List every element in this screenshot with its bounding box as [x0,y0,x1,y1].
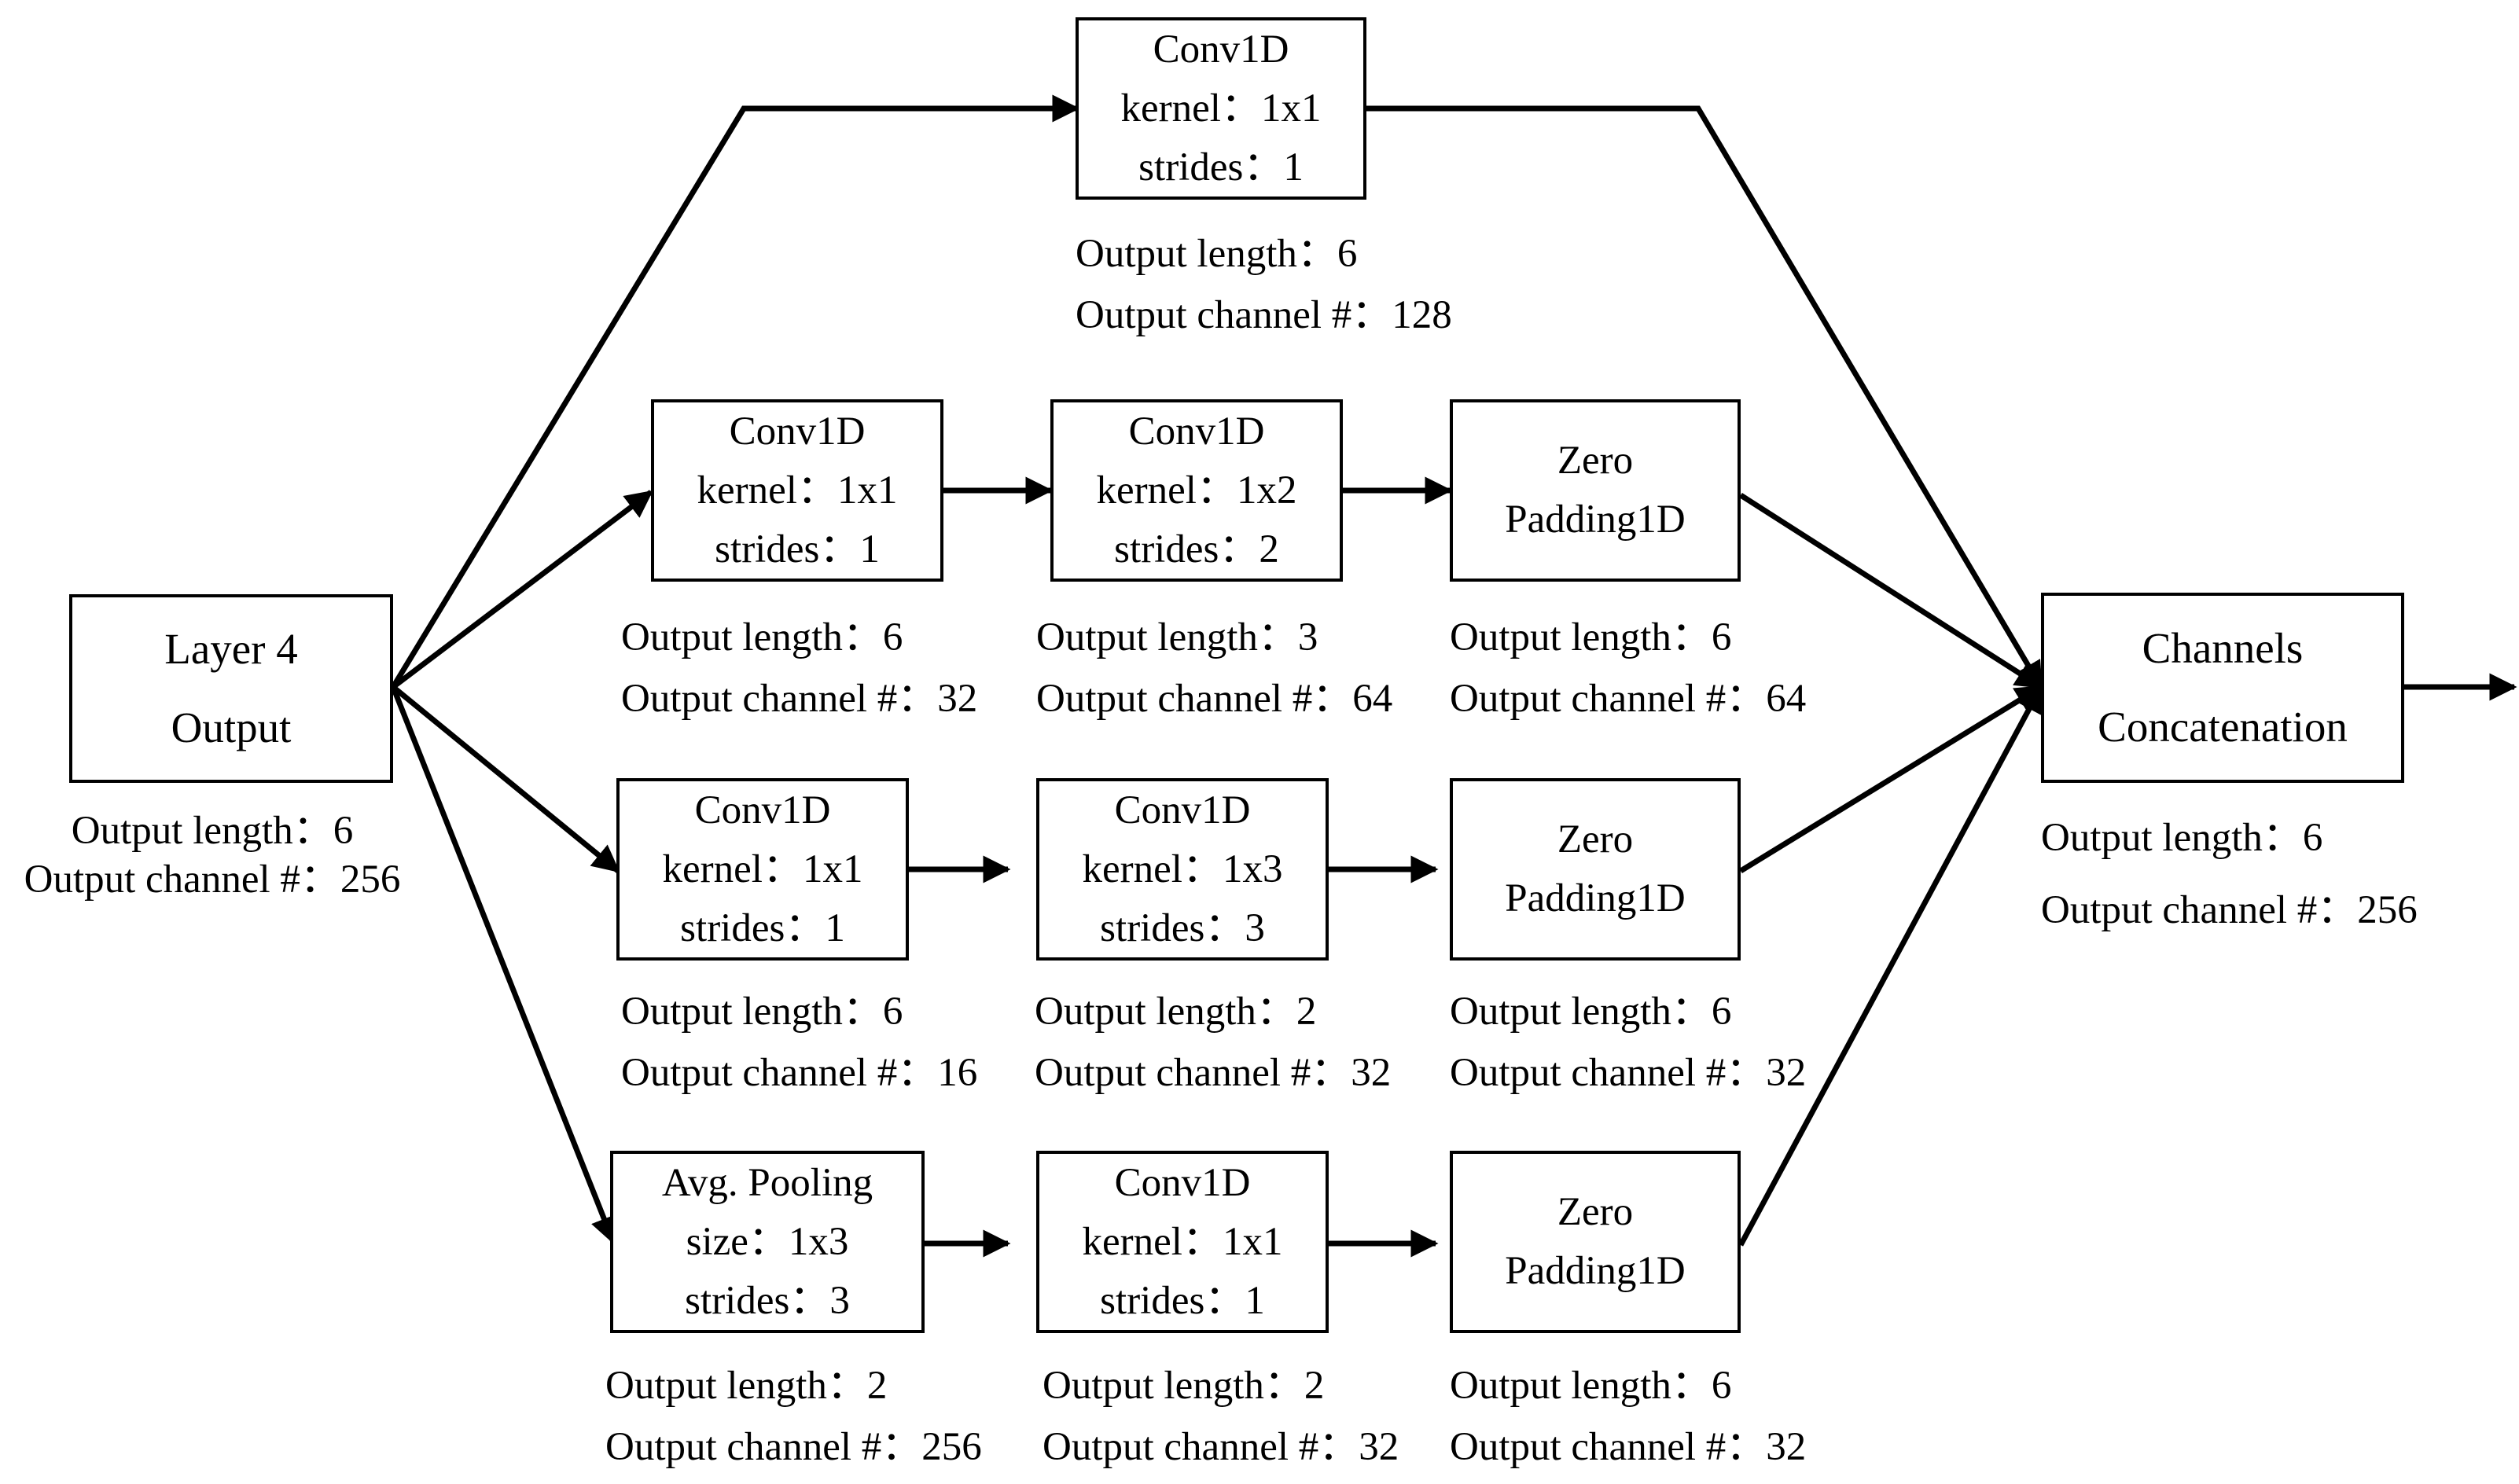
block-title: Conv1D [694,788,831,832]
output-length-label: Output length：6 [621,615,903,659]
block-title: Zero [1557,1190,1634,1234]
block-title: Conv1D [1128,409,1265,454]
block-kernel: kernel：1x1 [662,847,863,891]
block-title: Conv1D [1114,788,1251,832]
output-channel-label: Output channel #：256 [2041,888,2418,932]
channels-concatenation-box: Channels Concatenation [2041,593,2404,783]
output-length-label: Output length：2 [1043,1364,1325,1408]
block-strides: strides：3 [1100,905,1265,950]
output-channel-label: Output channel #：64 [1450,677,1807,721]
arrow-input-to-branch3 [391,685,620,873]
output-length-label: Output length：6 [1450,990,1732,1034]
arrow-input-to-branch1 [391,94,1080,689]
branch2-zero-padding-caption: Output length：6 Output channel #：64 [1450,607,1806,729]
output-length-label: Output length：6 [621,990,903,1034]
input-layer-caption: Output length：6 Output channel #：256 [8,806,417,904]
output-channel-label: Output channel #：256 [24,858,401,902]
branch4-zero-padding-box: Zero Padding1D [1450,1151,1741,1333]
branch3-conv1d-a-caption: Output length：6 Output channel #：16 [621,981,977,1104]
output-length-label: Output length：6 [2041,816,2323,860]
branch3-conv1d-a-box: Conv1D kernel：1x1 strides：1 [616,778,909,961]
output-length-label: Output length：6 [1076,232,1358,276]
output-channel-label: Output channel #：32 [1035,1051,1392,1095]
channels-concatenation-caption: Output length：6 Output channel #：256 [2041,802,2418,946]
branch2-conv1d-b-box: Conv1D kernel：1x2 strides：2 [1050,399,1343,582]
branch3-conv1d-b-caption: Output length：2 Output channel #：32 [1035,981,1391,1104]
branch2-zero-padding-box: Zero Padding1D [1450,399,1741,582]
output-length-label: Output length：6 [1450,1364,1732,1408]
block-strides: strides：1 [715,527,880,571]
output-length-label: Output length：6 [71,809,354,853]
arrow-input-to-branch2 [391,490,653,689]
concat-line-2: Concatenation [2098,703,2348,751]
input-layer-box: Layer 4 Output [69,594,393,783]
output-channel-label: Output channel #：32 [1450,1425,1807,1469]
block-subtitle: Padding1D [1505,498,1686,542]
block-kernel: kernel：1x1 [697,468,898,512]
block-title: Zero [1557,817,1634,861]
block-title: Zero [1557,439,1634,483]
branch4-avg-pooling-caption: Output length：2 Output channel #：256 [605,1355,982,1478]
input-layer-line-2: Output [171,703,292,751]
branch4-conv1d-box: Conv1D kernel：1x1 strides：1 [1036,1151,1329,1333]
output-channel-label: Output channel #：32 [621,677,978,721]
output-length-label: Output length：2 [1035,990,1317,1034]
input-layer-line-1: Layer 4 [164,625,298,673]
block-kernel: kernel：1x2 [1096,468,1297,512]
branch2-conv1d-b-caption: Output length：3 Output channel #：64 [1036,607,1392,729]
arrow-branch2-to-concat [1739,493,2043,689]
branch2-conv1d-a-caption: Output length：6 Output channel #：32 [621,607,977,729]
output-length-label: Output length：3 [1036,615,1318,659]
arrow-branch4-to-concat [1738,684,2044,1247]
block-strides: strides：1 [680,905,845,950]
output-channel-label: Output channel #：16 [621,1051,978,1095]
block-strides: strides：3 [685,1278,850,1323]
block-kernel: kernel：1x3 [1082,847,1283,891]
block-title: Avg. Pooling [661,1160,873,1205]
branch3-zero-padding-caption: Output length：6 Output channel #：32 [1450,981,1806,1104]
block-strides: strides：2 [1114,527,1279,571]
block-title: Conv1D [1153,27,1289,72]
branch1-conv1d-caption: Output length：6 Output channel #：128 [1076,223,1452,346]
branch2-conv1d-a-box: Conv1D kernel：1x1 strides：1 [651,399,943,582]
branch1-conv1d-box: Conv1D kernel：1x1 strides：1 [1076,17,1366,200]
output-channel-label: Output channel #：128 [1076,293,1452,337]
arrow-branch3-to-concat [1739,685,2043,873]
block-subtitle: Padding1D [1505,1249,1686,1293]
block-subtitle: Padding1D [1505,876,1686,920]
block-kernel: kernel：1x1 [1120,86,1322,130]
output-channel-label: Output channel #：32 [1043,1425,1399,1469]
branch4-avg-pooling-box: Avg. Pooling size：1x3 strides：3 [610,1151,925,1333]
output-channel-label: Output channel #：64 [1036,677,1393,721]
block-title: Conv1D [1114,1160,1251,1205]
arrow-branch1-to-concat [1366,105,2044,690]
block-title: Conv1D [729,409,866,454]
output-channel-label: Output channel #：256 [605,1425,982,1469]
branch3-conv1d-b-box: Conv1D kernel：1x3 strides：3 [1036,778,1329,961]
block-strides: strides：1 [1100,1278,1265,1323]
block-strides: strides：1 [1138,145,1304,189]
block-size: size：1x3 [686,1219,849,1264]
output-channel-label: Output channel #：32 [1450,1051,1807,1095]
output-length-label: Output length：6 [1450,615,1732,659]
branch4-zero-padding-caption: Output length：6 Output channel #：32 [1450,1355,1806,1478]
branch4-conv1d-caption: Output length：2 Output channel #：32 [1043,1355,1399,1478]
output-length-label: Output length：2 [605,1364,888,1408]
block-kernel: kernel：1x1 [1082,1219,1283,1264]
arrow-input-to-branch4 [390,685,617,1245]
concat-line-1: Channels [2142,624,2304,672]
branch3-zero-padding-box: Zero Padding1D [1450,778,1741,961]
